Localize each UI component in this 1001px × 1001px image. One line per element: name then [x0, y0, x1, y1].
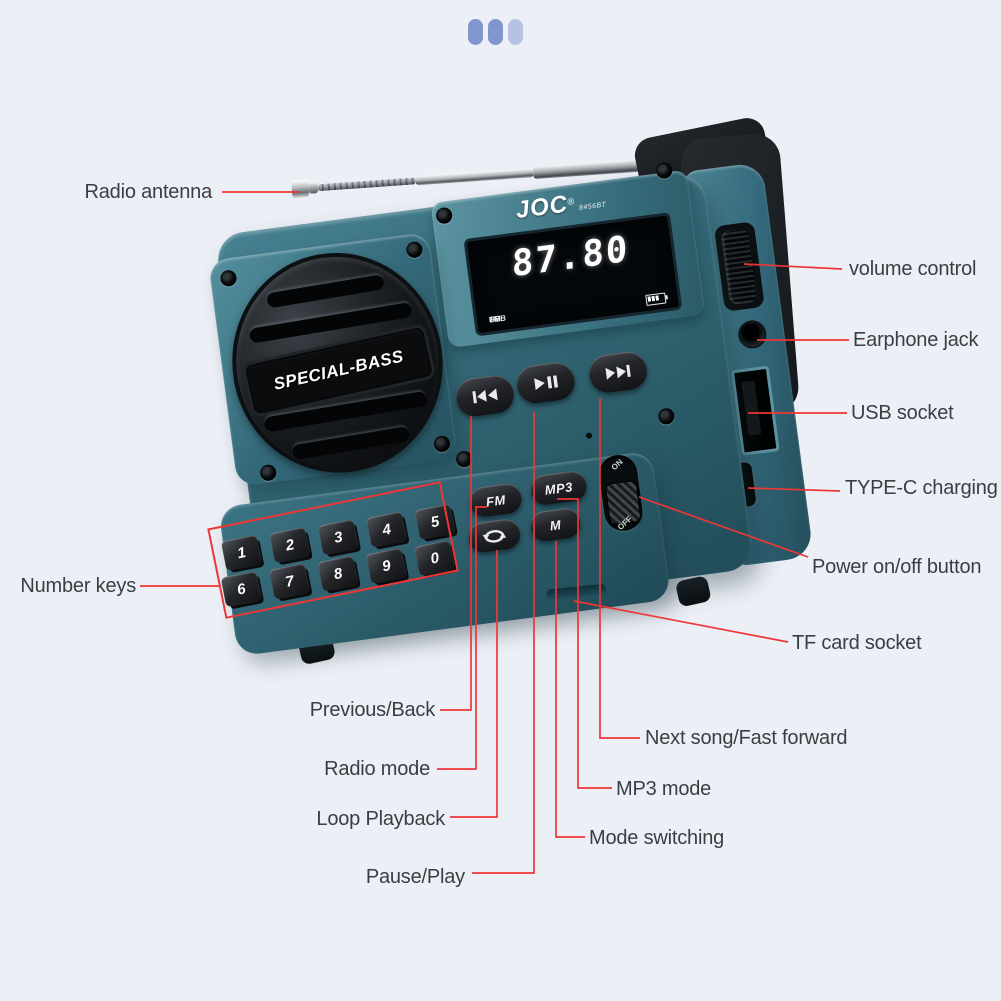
- frequency-readout: 87.80: [511, 228, 630, 286]
- label-loop-playback: Loop Playback: [316, 808, 445, 830]
- label-tf-card-socket: TF card socket: [792, 632, 922, 654]
- label-usb-socket: USB socket: [851, 402, 954, 424]
- lcd-screen: 87.80 TF FM USB: [463, 212, 683, 337]
- next-button[interactable]: [586, 349, 650, 395]
- label-number-keys: Number keys: [20, 575, 136, 597]
- carousel-dot[interactable]: [468, 19, 483, 45]
- image-carousel-dots: [468, 19, 523, 45]
- label-earphone-jack: Earphone jack: [853, 329, 979, 351]
- speaker-panel: SPECIAL-BASS: [208, 231, 460, 489]
- label-mode-switching: Mode switching: [589, 827, 725, 849]
- loop-icon: [482, 529, 507, 543]
- label-radio-antenna: Radio antenna: [84, 181, 212, 203]
- label-pause-play: Pause/Play: [365, 866, 465, 888]
- battery-icon: [645, 292, 668, 306]
- label-radio-mode: Radio mode: [324, 758, 430, 780]
- label-mp3-mode: MP3 mode: [616, 778, 712, 800]
- carousel-dot[interactable]: [488, 19, 503, 45]
- carousel-dot[interactable]: [508, 19, 523, 45]
- play-pause-button[interactable]: [514, 360, 578, 406]
- previous-icon: [472, 388, 498, 404]
- label-previous-back: Previous/Back: [309, 699, 435, 721]
- earphone-jack[interactable]: [736, 318, 769, 351]
- label-next-song: Next song/Fast forward: [645, 727, 848, 749]
- previous-button[interactable]: [453, 373, 517, 419]
- label-type-c-charging: TYPE-C charging: [845, 477, 998, 499]
- label-volume-control: volume control: [849, 258, 977, 280]
- play-pause-icon: [534, 375, 559, 391]
- next-icon: [605, 364, 631, 380]
- device-foot: [674, 575, 712, 608]
- label-power-button: Power on/off button: [812, 556, 982, 578]
- speaker-grille: SPECIAL-BASS: [215, 236, 460, 489]
- radio-device: JOC®8456BT 87.80 TF FM USB: [167, 103, 832, 717]
